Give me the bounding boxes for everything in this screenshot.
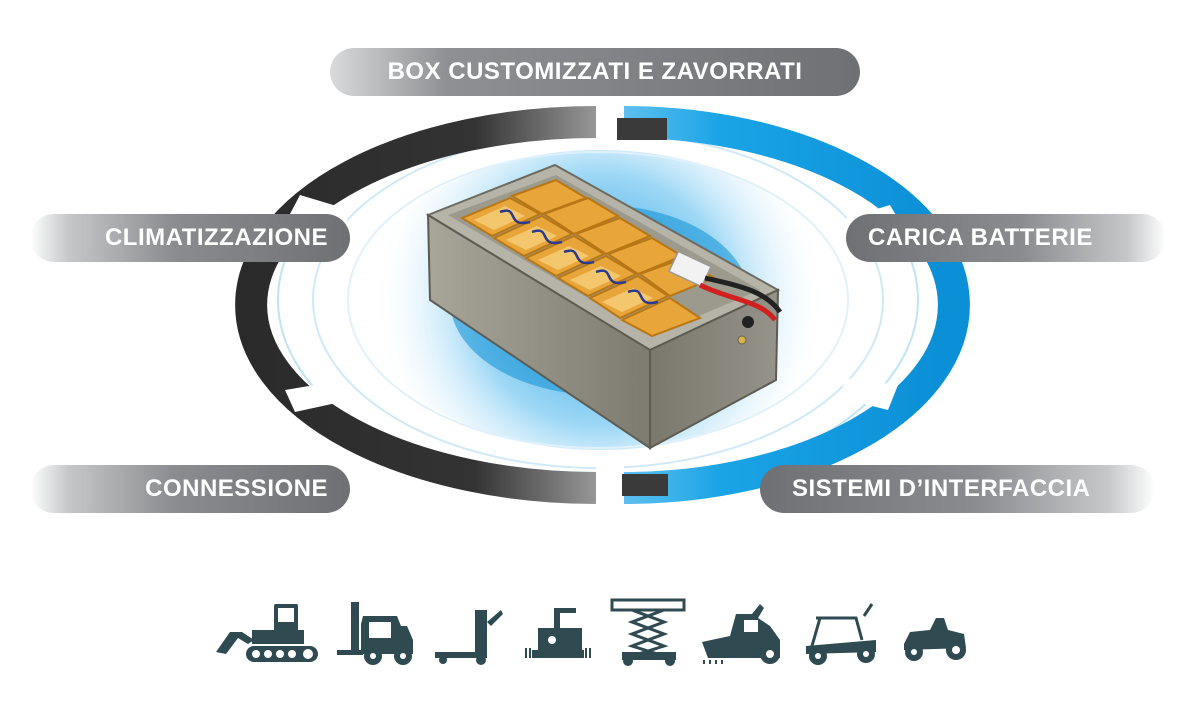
- floor-scrubber-icon: [525, 608, 591, 658]
- sweeper-icon: [702, 604, 780, 664]
- ring-left-dark: [235, 106, 597, 504]
- crawler-loader-icon: [216, 604, 318, 662]
- forklift-icon: [337, 602, 413, 665]
- ring-tab-bottom: [622, 474, 668, 496]
- golf-cart-icon: [806, 603, 876, 665]
- battery-box: [425, 163, 783, 450]
- lawn-tractor-icon: [904, 618, 966, 661]
- scissor-lift-icon: [610, 598, 686, 666]
- cell-labels: [474, 206, 653, 312]
- sistemi-interfaccia-label: SISTEMI D’INTERFACCIA: [760, 465, 1155, 513]
- thin-ring-inner: [347, 151, 849, 449]
- carica-batterie-label: CARICA BATTERIE: [846, 214, 1166, 262]
- pallet-truck-icon: [435, 610, 503, 665]
- climatizzazione-label: CLIMATIZZAZIONE: [30, 214, 350, 262]
- ring-tab-top: [617, 118, 667, 140]
- ring-gaps: [285, 100, 900, 510]
- connessione-label: CONNESSIONE: [30, 465, 350, 513]
- box-customizzati-label: BOX CUSTOMIZZATI E ZAVORRATI: [330, 48, 860, 96]
- vehicle-icons-row: [212, 596, 972, 666]
